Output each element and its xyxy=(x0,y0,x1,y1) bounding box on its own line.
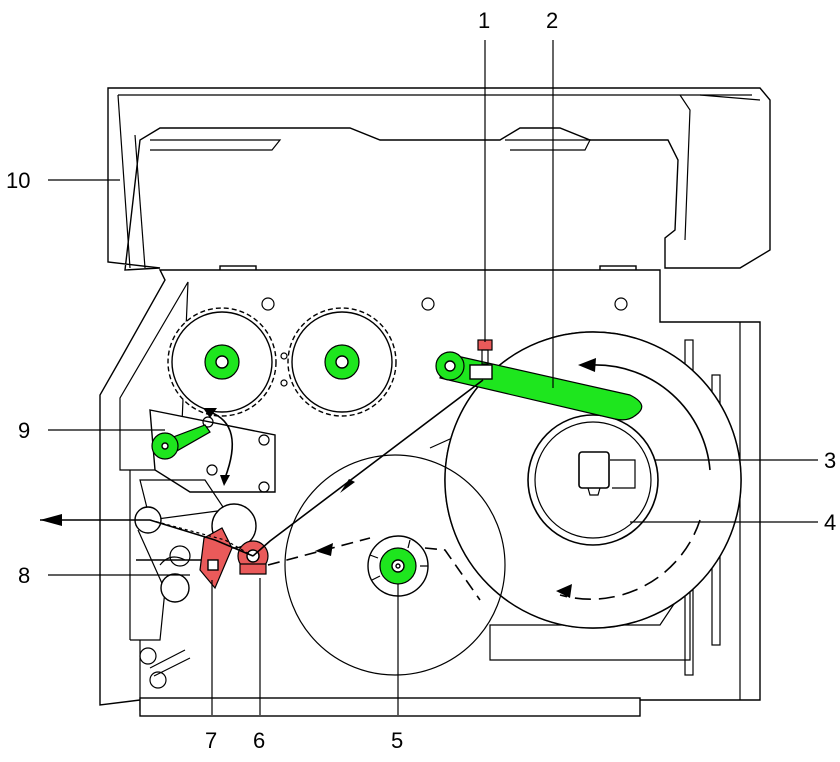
printer-cover xyxy=(107,87,771,271)
callout-2: 2 xyxy=(546,8,558,33)
callout-3: 3 xyxy=(824,448,836,473)
lever-arrow-head-up xyxy=(203,408,217,418)
lever-arrow-head-down xyxy=(220,475,230,486)
label-path xyxy=(40,379,484,601)
callout-4: 4 xyxy=(824,510,836,535)
callout-leaders xyxy=(48,40,818,715)
roll-rotation-arrow-top xyxy=(592,364,711,471)
roll-rotation-arrow-bottom xyxy=(559,519,701,600)
callout-9: 9 xyxy=(18,418,30,443)
rewinder-disc xyxy=(284,454,506,676)
dancer-arm xyxy=(435,351,643,421)
callout-1: 1 xyxy=(478,8,490,33)
callout-10: 10 xyxy=(6,168,30,193)
label-roll xyxy=(444,331,742,629)
roll-holder xyxy=(578,451,636,496)
callout-5: 5 xyxy=(391,728,403,753)
printhead-lever xyxy=(151,424,211,460)
callout-6: 6 xyxy=(253,728,265,753)
lever-rotation-arrow xyxy=(209,411,233,479)
ribbon-supply-hub xyxy=(287,307,397,417)
ribbon-takeup-hub xyxy=(167,307,277,417)
print-mechanism xyxy=(130,503,257,689)
rewind-hub xyxy=(367,535,429,597)
callout-8: 8 xyxy=(18,563,30,588)
callout-7: 7 xyxy=(205,728,217,753)
